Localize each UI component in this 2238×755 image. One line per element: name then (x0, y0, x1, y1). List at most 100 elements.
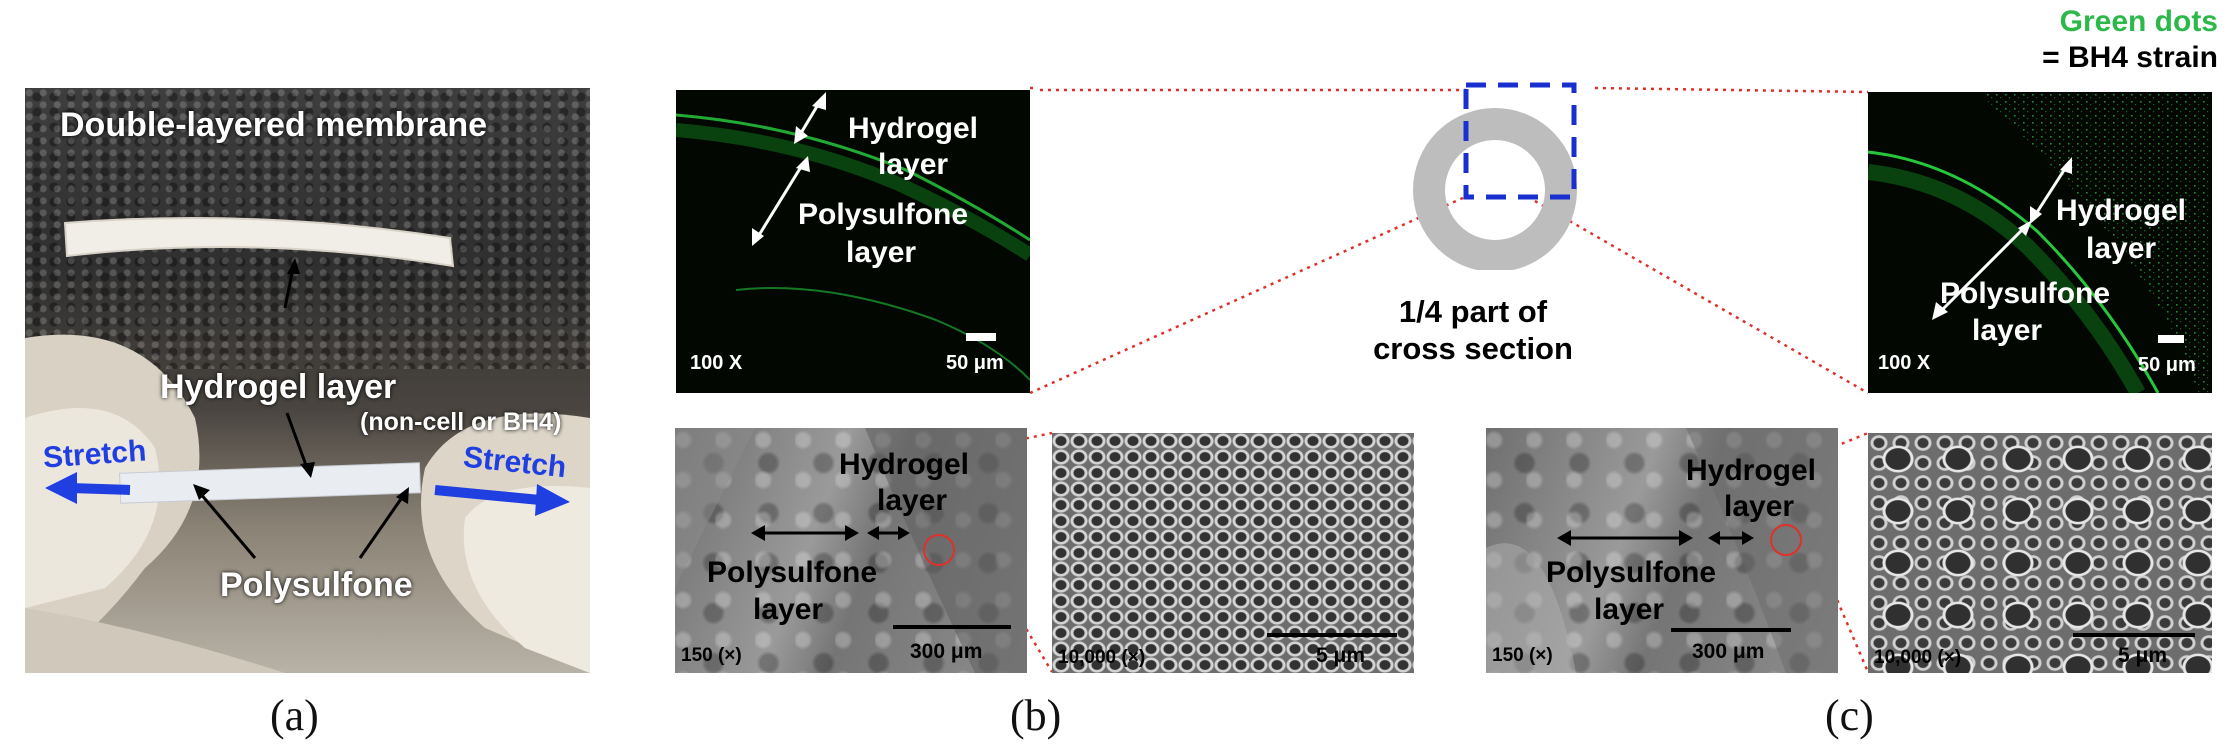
sem-zoom-annotations (2073, 633, 2195, 637)
legend-green-dots: Green dots (2059, 5, 2218, 38)
arrow-head (1679, 530, 1693, 546)
hydrogel-text-1: Hydrogel (839, 448, 970, 481)
fluorescence-drawing (676, 92, 1030, 381)
arrow-head (1742, 531, 1754, 545)
panel-label-b: (b) (1010, 691, 1062, 740)
sem-image-c: Hydrogel layer Polysulfone layer 150 (×)… (1486, 428, 1838, 673)
scale-bar (966, 333, 996, 341)
hydrogel-edge (1868, 150, 2160, 393)
scale-label: 5 μm (1316, 644, 1366, 667)
zoom-circle (923, 534, 955, 566)
arrow-head (2030, 206, 2042, 224)
sem-annotations (1486, 428, 1838, 673)
arrow-head (1932, 302, 1948, 320)
magnification-label: 100 X (1878, 352, 1931, 374)
hydrogel-arrow (2032, 163, 2070, 218)
magnification-label: 10,000 (×) (1058, 647, 1146, 668)
hydrogel-text-2: layer (2086, 232, 2157, 265)
scale-bar (2073, 633, 2195, 637)
arrow-head (45, 472, 77, 504)
hydrogel-text-1: Hydrogel (848, 112, 979, 145)
photo-illustration (25, 217, 590, 673)
fluorescence-image-b: Hydrogel layer Polysulfone layer 100 X 5… (676, 90, 1030, 393)
connector-bottom-right (1527, 195, 1869, 395)
polysulfone-region (675, 428, 755, 588)
quarter-section-box (1463, 82, 1577, 200)
scale-bar (1671, 628, 1791, 632)
arrow-head (812, 92, 826, 110)
left-thumb (25, 408, 160, 608)
arrow-head (1557, 530, 1571, 546)
hydrogel-region (1686, 428, 1838, 673)
arrow-head (752, 228, 764, 246)
inner-edge (735, 287, 1030, 381)
connector-top-right (1594, 86, 1869, 94)
fluorescence-drawing (1868, 92, 2212, 393)
sem-annotations (675, 428, 1027, 673)
caption-line-2: cross section (1373, 331, 1573, 367)
sem-image-b: Hydrogel layer Polysulfone layer 150 (×)… (675, 428, 1027, 673)
hydrogel-label: Hydrogel layer (160, 368, 397, 406)
arrow-head (396, 487, 409, 504)
lower-glove (25, 608, 285, 673)
arrow-head (535, 484, 570, 516)
scale-label: 300 μm (910, 640, 983, 663)
scale-label: 50 μm (946, 352, 1004, 374)
curved-membrane (63, 217, 455, 268)
cross-section-diagram (1413, 82, 1577, 270)
sem-zoom-image-b: 10,000 (×) 5 μm (1052, 433, 1414, 673)
magnification-label: 100 X (690, 352, 743, 374)
arrow-hydrogel-up (283, 267, 295, 309)
stretch-arrow-left (69, 483, 131, 495)
polysulfone-text-2: layer (846, 236, 917, 269)
arrow-head (751, 525, 765, 541)
membrane-photo: Double-layered membrane Hydrogel layer (… (25, 88, 590, 673)
sem-zoom-annotations (1267, 633, 1397, 637)
polysulfone-label: Polysulfone (220, 566, 413, 604)
legend-bh4-strain: = BH4 strain (2042, 41, 2218, 74)
arrow-head (796, 156, 810, 172)
stretch-arrow-right (434, 485, 541, 505)
hydrogel-text-2: layer (878, 148, 949, 181)
arrow-poly-left (198, 492, 257, 559)
polysulfone-text-2: layer (753, 593, 824, 626)
arrow-head (2018, 220, 2032, 236)
magnification-label: 150 (×) (1492, 645, 1553, 666)
hydrogel-edge (676, 113, 1030, 242)
polysulfone-band (1868, 164, 2145, 393)
arrow-head (845, 525, 859, 541)
arrow-head (2060, 157, 2072, 174)
arrow-head (193, 484, 210, 500)
arrow-head (300, 462, 315, 478)
polysulfone-arrow (754, 161, 806, 241)
bacteria-dots (1978, 92, 2212, 393)
scale-bar (2158, 335, 2184, 343)
sem-zoom-image-c: 10,000 (×) 5 μm (1868, 433, 2212, 673)
hydrogel-text-1: Hydrogel (1686, 454, 1817, 487)
cross-section-caption: 1/4 part of cross section (1366, 293, 1580, 367)
arrow-head (898, 526, 910, 540)
hydrogel-text-2: layer (877, 484, 948, 517)
polysulfone-text-2: layer (1594, 593, 1665, 626)
polysulfone-text-1: Polysulfone (707, 556, 878, 589)
polysulfone-band (676, 123, 1030, 261)
panel-label-a: (a) (270, 691, 319, 740)
arrow-hydrogel-down (285, 412, 309, 469)
right-thumb (463, 486, 590, 673)
caption-line-1: 1/4 part of (1398, 294, 1548, 329)
scale-bar (893, 625, 1011, 629)
polysulfone-arrow (1936, 222, 2030, 316)
scale-label: 300 μm (1692, 640, 1765, 663)
magnification-label: 10,000 (×) (1874, 647, 1962, 668)
polysulfone-text-1: Polysulfone (1940, 277, 2111, 310)
polysulfone-text-1: Polysulfone (798, 198, 969, 231)
legend: Green dots = BH4 strain (2042, 4, 2218, 76)
scale-bar (1267, 633, 1397, 637)
hydrogel-text-1: Hydrogel (2056, 194, 2187, 227)
hydrogel-region (865, 428, 1027, 673)
arrow-head (1708, 531, 1720, 545)
panel-label-c: (c) (1825, 691, 1874, 740)
arrow-head (287, 258, 300, 274)
scale-label: 5 μm (2118, 644, 2168, 667)
arrow-poly-right (358, 495, 405, 559)
